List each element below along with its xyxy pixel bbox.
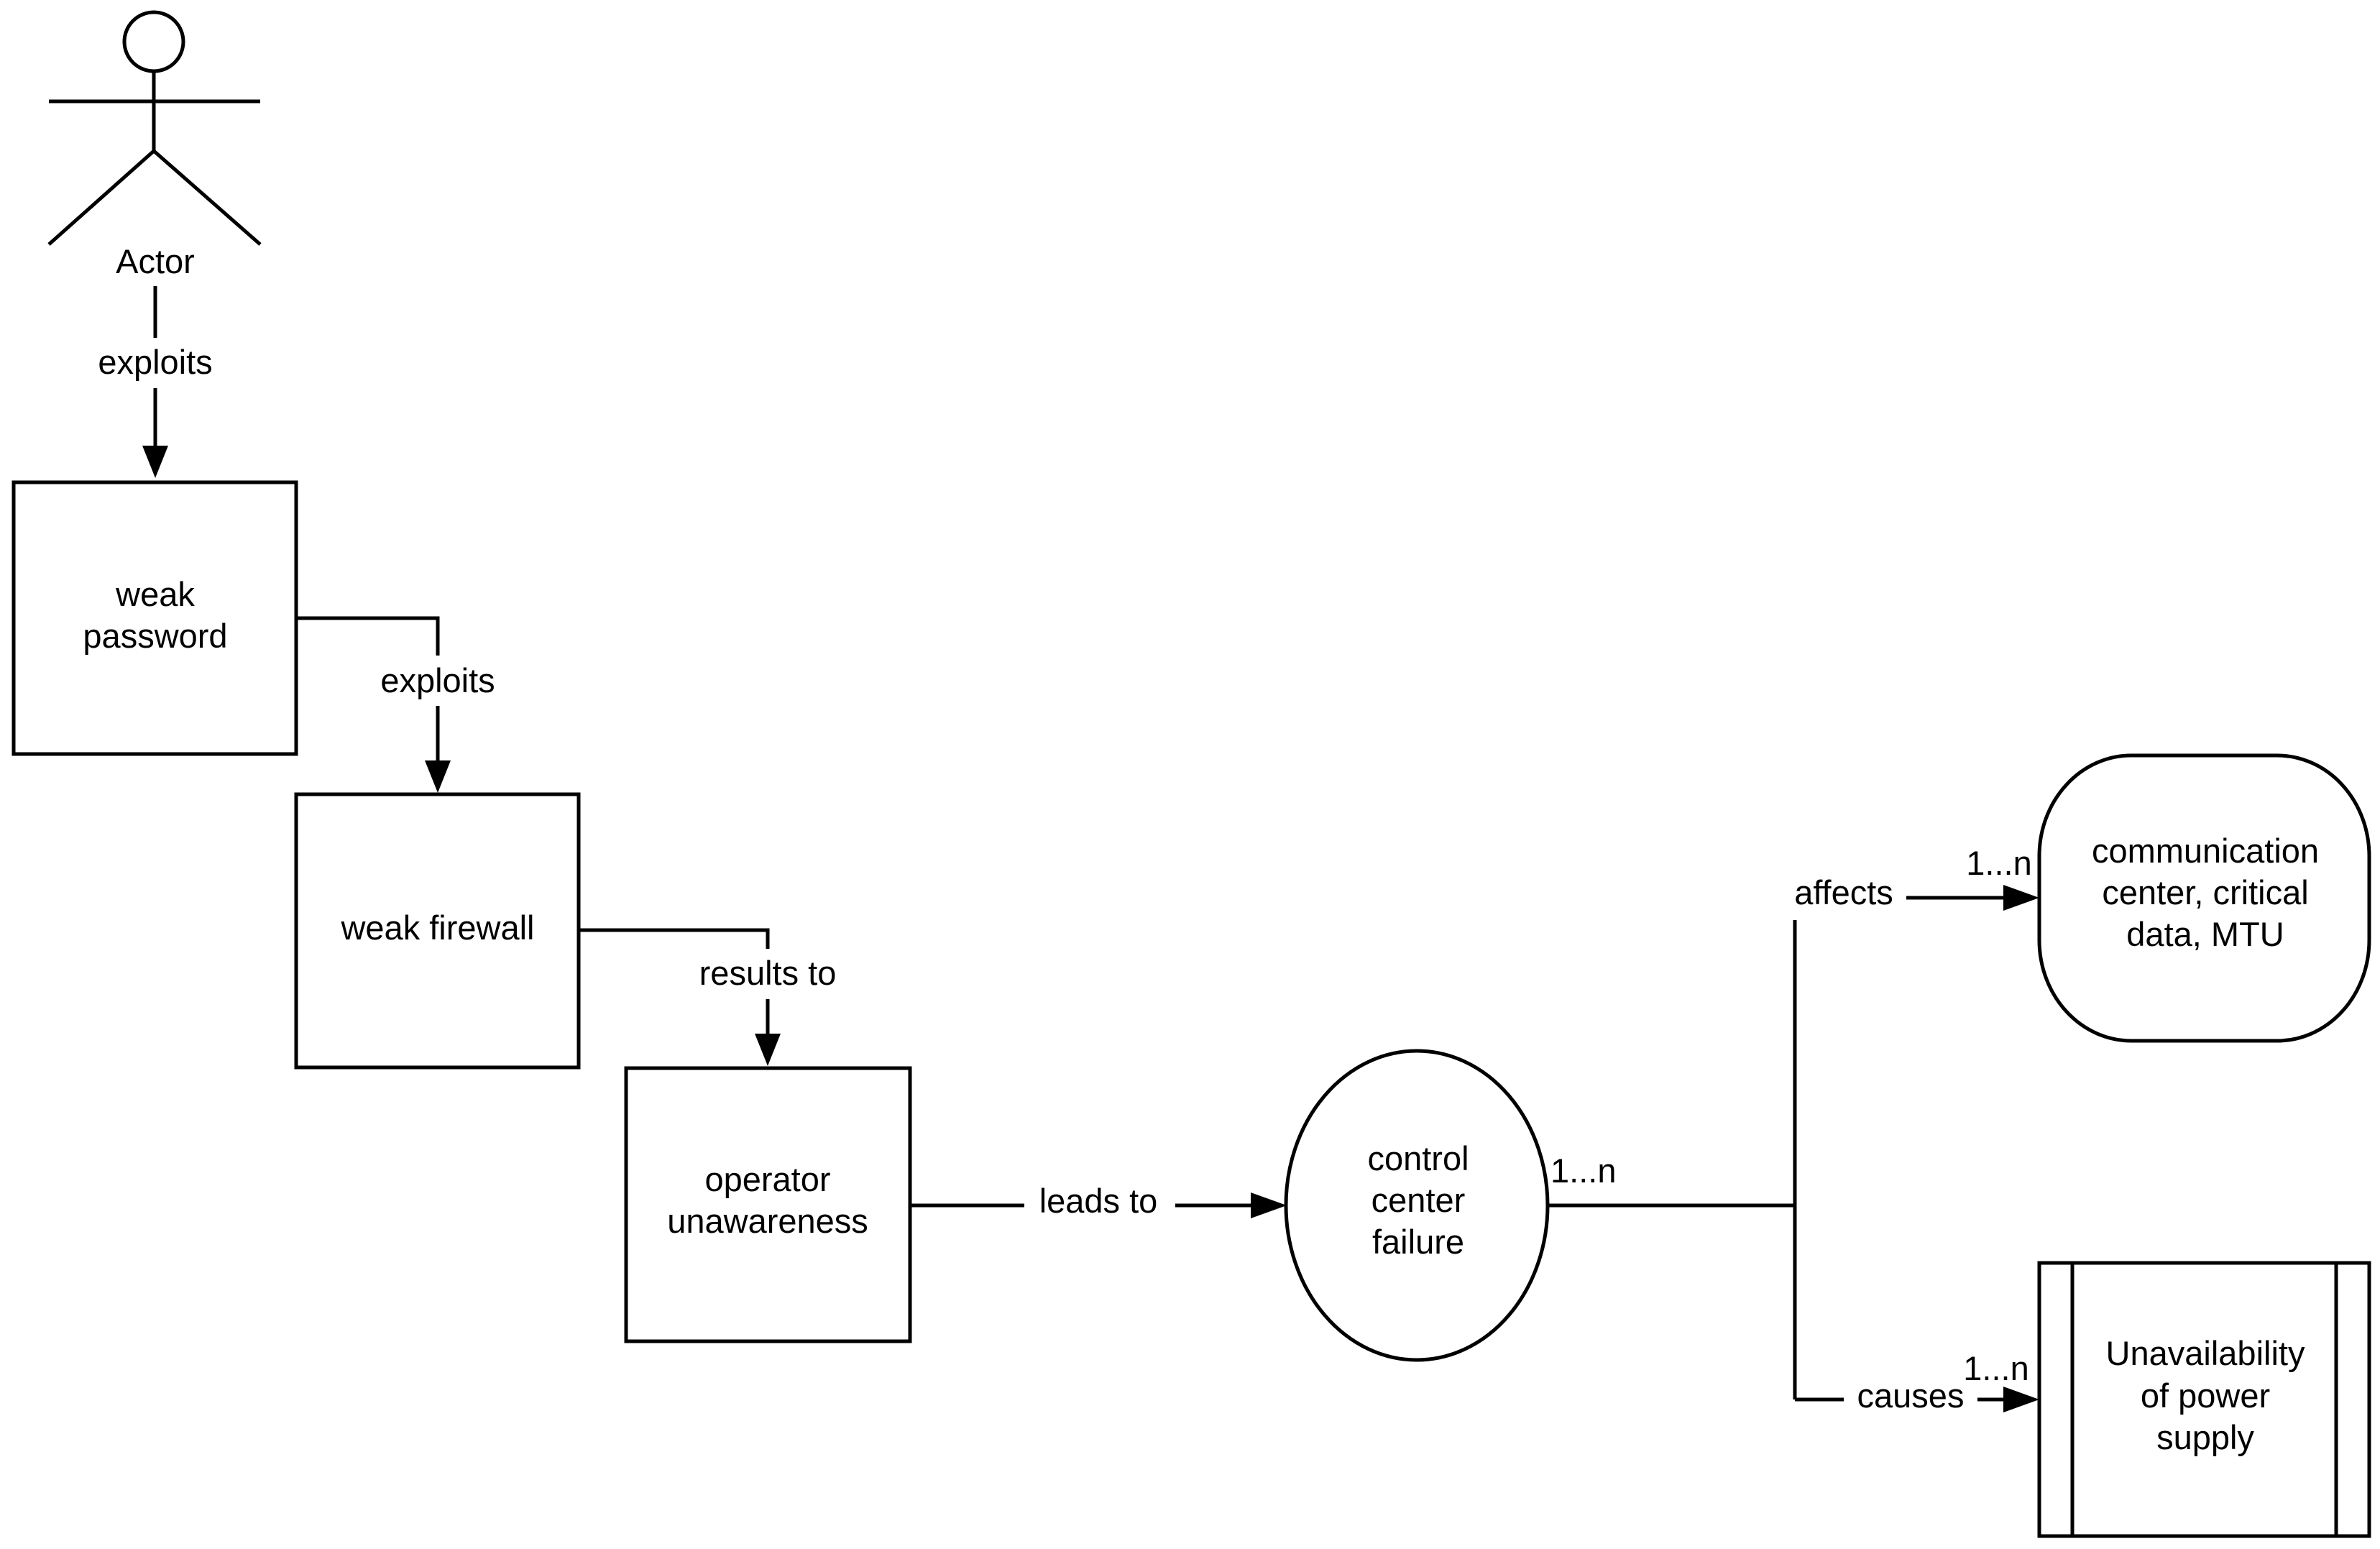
node-communication-center[interactable]: communication center, critical data, MTU (2037, 753, 2371, 1043)
actor-head-icon (122, 10, 185, 73)
node-power-supply-line-2: of power (2141, 1376, 2270, 1415)
edge-firewall-to-operator: results to (579, 928, 861, 1066)
multiplicity-communication: 1...n (1966, 844, 2031, 882)
node-operator-unawareness[interactable]: operator unawareness (624, 1066, 912, 1343)
edge-label-leads-to: leads to (1039, 1182, 1158, 1220)
edge-label-results-to: results to (699, 954, 837, 992)
multiplicity-power: 1...n (1963, 1349, 2028, 1387)
multiplicity-failure-source: 1...n (1550, 1152, 1616, 1190)
node-power-supply[interactable]: Unavailability of power supply (2037, 1261, 2371, 1538)
node-operator-unawareness-line-1: operator (704, 1160, 830, 1198)
node-control-center-failure-line-3: failure (1372, 1223, 1464, 1261)
node-weak-firewall-line-1: weak firewall (340, 909, 534, 947)
edge-actor-to-password: exploits (79, 286, 231, 478)
node-power-supply-line-3: supply (2156, 1418, 2254, 1456)
edge-label-affects: affects (1794, 873, 1893, 911)
node-weak-password-line-2: password (83, 617, 227, 655)
node-operator-unawareness-line-2: unawareness (667, 1202, 868, 1240)
node-control-center-failure-line-2: center (1372, 1181, 1466, 1219)
node-communication-center-line-3: data, MTU (2126, 915, 2284, 953)
arrowhead-icon (425, 760, 451, 793)
edge-label-exploits-2: exploits (380, 661, 495, 699)
node-communication-center-line-2: center, critical (2102, 873, 2308, 911)
node-weak-firewall[interactable]: weak firewall (294, 792, 581, 1070)
edge-operator-to-failure: leads to (910, 1179, 1287, 1225)
node-weak-password[interactable]: weak password (12, 480, 298, 756)
arrowhead-icon (2003, 1387, 2039, 1412)
arrowhead-icon (1251, 1192, 1287, 1218)
edge-failure-to-power: causes 1...n (1795, 1349, 2039, 1421)
node-control-center-failure[interactable]: control center failure (1284, 1049, 1550, 1362)
actor-figure (47, 10, 262, 246)
arrowhead-icon (755, 1034, 781, 1066)
node-control-center-failure-line-1: control (1367, 1139, 1469, 1177)
node-power-supply-line-1: Unavailability (2106, 1334, 2305, 1372)
edge-password-to-firewall: exploits (296, 616, 514, 793)
edge-label-causes: causes (1857, 1376, 1965, 1415)
node-communication-center-line-1: communication (2092, 832, 2319, 870)
edge-failure-to-communication: affects 1...n (1794, 844, 2039, 911)
edge-failure-branch (1548, 920, 1797, 1399)
node-weak-password-line-1: weak (115, 575, 195, 613)
actor-left-leg (47, 150, 155, 246)
arrowhead-icon (2003, 885, 2039, 911)
arrowhead-icon (142, 446, 168, 478)
edge-label-exploits-1: exploits (98, 343, 212, 381)
actor-label: Actor (116, 242, 195, 280)
actor-right-leg (152, 150, 262, 246)
